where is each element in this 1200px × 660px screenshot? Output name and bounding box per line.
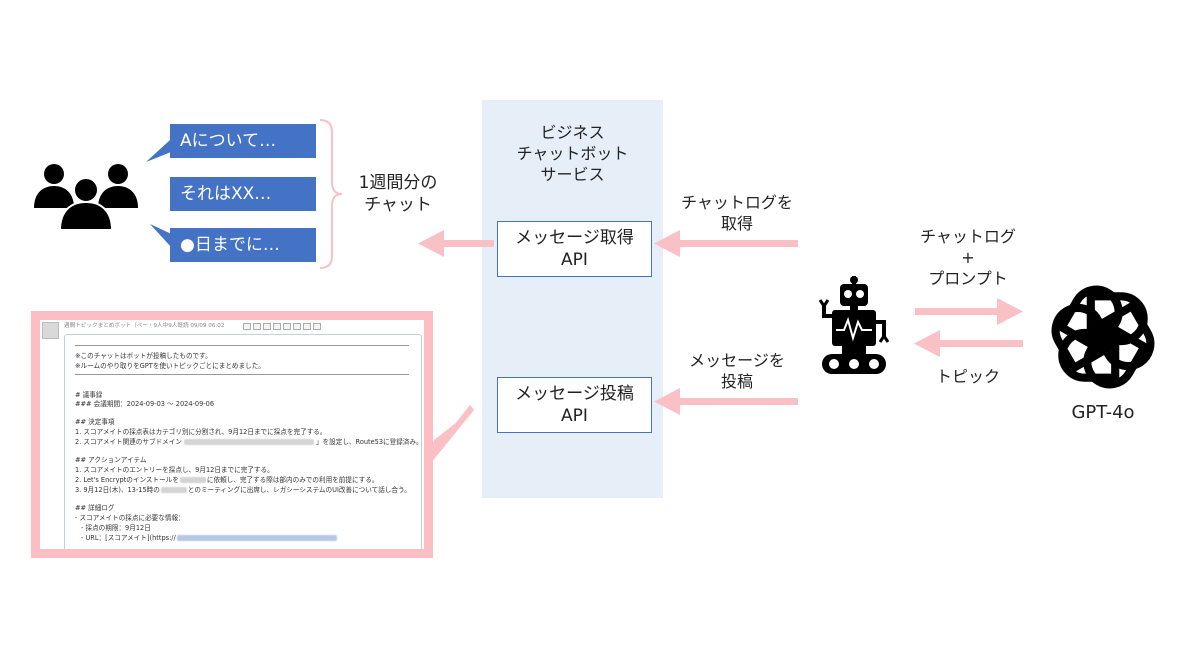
- post-line: ## アクションアイテム: [75, 456, 147, 464]
- weekly-chat-label: 1週間分の チャット: [348, 172, 448, 216]
- post-line-part: 」を設定し、Route53に登録済み。: [315, 438, 423, 446]
- post-line-part: 2. Let's Encryptのインストールを: [75, 476, 179, 484]
- chat-post-header: 週間トピックまとめボット（ベー・9人中9人既読 09/09 06:02: [64, 323, 225, 329]
- to-gpt-label: チャットログ + プロンプト: [898, 226, 1038, 289]
- get-api-line1: メッセージ取得: [515, 228, 634, 248]
- post-api-line1: メッセージ投稿: [515, 384, 634, 404]
- to-gpt-line3: プロンプト: [928, 269, 1008, 288]
- speech-bubble-1: Aについて…: [170, 124, 316, 158]
- arrow-gpt-to-bot: [914, 330, 1023, 357]
- avatar: [42, 322, 59, 339]
- to-gpt-line1: チャットログ: [920, 227, 1016, 246]
- divider: [75, 345, 409, 346]
- post-line-part: 2. スコアメイト関連のサブドメイン: [75, 438, 182, 446]
- toolbar-button[interactable]: [293, 323, 301, 330]
- toolbar-button[interactable]: [313, 323, 321, 330]
- post-line: ## 決定事項: [75, 418, 115, 426]
- speech-bubble-2: それはXX…: [170, 177, 316, 211]
- chat-post-body: ※このチャットはボットが投稿したものです。 ※ルームのやり取りをGPTを使いトピ…: [64, 334, 423, 549]
- toolbar-button[interactable]: [243, 323, 251, 330]
- toolbar-button[interactable]: [253, 323, 261, 330]
- toolbar-button[interactable]: [273, 323, 281, 330]
- service-title-line1: ビジネス: [540, 123, 605, 142]
- post-line: ※このチャットはボットが投稿したものです。: [75, 352, 212, 360]
- post-line: # 議事録: [75, 391, 103, 399]
- service-title: ビジネス チャットボット サービス: [482, 122, 663, 185]
- post-line-part: とのミーティングに出席し、レガシーシステムのUI改善について話し合う。: [187, 486, 411, 494]
- post-line-part: - URL：[スコアメイト](https://: [81, 534, 176, 542]
- chat-post: 週間トピックまとめボット（ベー・9人中9人既読 09/09 06:02 ※このチ…: [40, 320, 424, 549]
- arrow-bot-to-gpt: [915, 298, 1023, 325]
- redacted-link[interactable]: [176, 535, 337, 541]
- redacted-text: [160, 487, 187, 493]
- service-title-line2: チャットボット: [516, 144, 629, 163]
- get-log-line2: 取得: [720, 214, 753, 233]
- users-group-icon: [34, 164, 138, 231]
- post-api-line2: API: [561, 406, 588, 426]
- post-line: 1. スコアメイトのエントリーを採点し、9月12日までに完了する。: [75, 466, 274, 474]
- arrow-bot-to-get-api: [654, 230, 798, 257]
- weekly-chat-line2: チャット: [364, 195, 432, 215]
- post-line: 2. Let's Encryptのインストールを に依頼し、完了する際は部内のみで…: [75, 476, 378, 486]
- redacted-text: [179, 477, 206, 483]
- redacted-text: [183, 439, 314, 445]
- weekly-chat-line1: 1週間分の: [358, 173, 438, 193]
- post-line: ### 会議期間：2024-09-03 ～ 2024-09-06: [75, 400, 215, 408]
- post-line: ## 詳細ログ: [75, 504, 115, 512]
- get-log-label: チャットログを 取得: [662, 192, 812, 234]
- get-log-line1: チャットログを: [681, 193, 793, 212]
- post-line: - URL：[スコアメイト](https://: [81, 534, 337, 544]
- divider: [75, 374, 409, 375]
- post-message-api-box: メッセージ投稿 API: [497, 377, 652, 433]
- toolbar-button[interactable]: [303, 323, 311, 330]
- post-msg-line2: 投稿: [720, 372, 753, 391]
- post-line-part: 3. 9月12日(木)、13-15時の: [75, 486, 160, 494]
- chat-post-screenshot: 週間トピックまとめボット（ベー・9人中9人既読 09/09 06:02 ※このチ…: [31, 311, 433, 558]
- post-message-label: メッセージを 投稿: [662, 350, 812, 392]
- toolbar-button[interactable]: [263, 323, 271, 330]
- post-line: 3. 9月12日(木)、13-15時の とのミーティングに出席し、レガシーシステム…: [75, 486, 411, 496]
- to-gpt-line2: +: [961, 248, 975, 267]
- openai-logo-icon: [1051, 285, 1155, 389]
- post-line: 2. スコアメイト関連のサブドメイン 」を設定し、Route53に登録済み。: [75, 438, 423, 448]
- get-messages-api-box: メッセージ取得 API: [497, 221, 652, 277]
- post-line: 1. スコアメイトの採点表はカテゴリ別に分割され、9月12日までに採点を完了する…: [75, 428, 327, 436]
- gpt-label: GPT-4o: [1071, 402, 1135, 423]
- speech-bubble-3: ●日までに…: [170, 228, 316, 262]
- post-line: - 採点の期限：9月12日: [81, 524, 151, 532]
- post-line: ※ルームのやり取りをGPTを使いトピックごとにまとめました。: [75, 362, 265, 370]
- post-line: - スコアメイトの採点に必要な情報：: [75, 514, 185, 522]
- post-msg-line1: メッセージを: [689, 351, 785, 370]
- toolbar-button[interactable]: [283, 323, 291, 330]
- topic-label: トピック: [935, 367, 1000, 386]
- bubble-tail: [146, 140, 176, 162]
- arrow-bot-to-post-api: [654, 388, 798, 415]
- robot-icon: [818, 276, 890, 374]
- service-title-line3: サービス: [540, 165, 605, 184]
- post-line-part: に依頼し、完了する際は部内のみでの利用を前提にする。: [206, 476, 379, 484]
- get-api-line2: API: [561, 250, 588, 270]
- message-toolbar: [243, 323, 321, 331]
- right-brace: [319, 119, 343, 269]
